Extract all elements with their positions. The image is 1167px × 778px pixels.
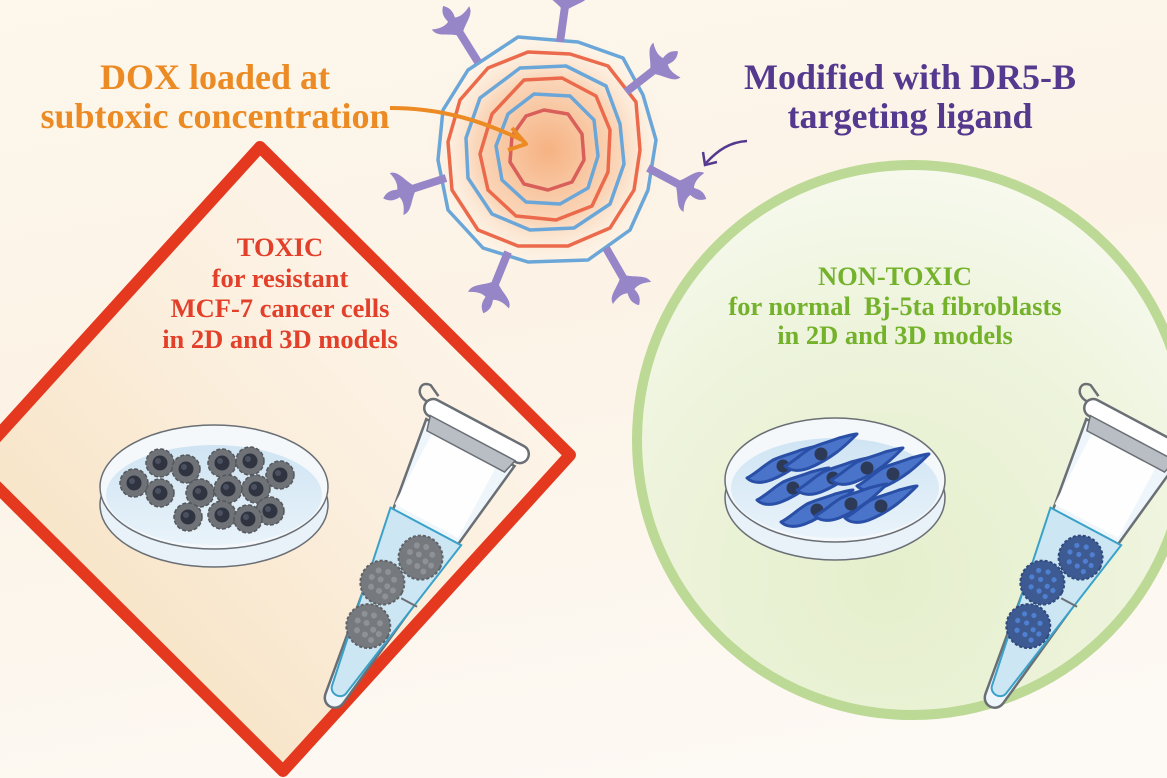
nontoxic-heading: NON-TOXIC: [817, 261, 973, 291]
arrow-icon: [389, 106, 523, 142]
shell-red-2: [478, 76, 612, 222]
nontoxic-label: NON-TOXIC for normal Bj-5ta fibroblasts …: [630, 261, 1160, 351]
dox-annotation: DOX loaded at subtoxic concentration: [0, 58, 430, 136]
ligand-annotation-line: Modified with DR5-B: [744, 57, 1076, 97]
shell-blue-3: [494, 92, 600, 206]
arrow-icon: [507, 126, 528, 152]
toxic-label: TOXIC for resistant MCF-7 cancer cells i…: [90, 232, 470, 355]
petri-dish-icon: [724, 417, 946, 561]
toxic-heading: TOXIC: [236, 232, 324, 262]
shell-red-core: [508, 108, 586, 192]
shell-outer-blue: [436, 35, 658, 264]
shell-blue-2: [464, 64, 626, 232]
nontoxic-line: in 2D and 3D models: [777, 320, 1013, 351]
dox-annotation-line: DOX loaded at: [99, 57, 330, 97]
ligand-annotation: Modified with DR5-B targeting ligand: [700, 58, 1120, 136]
toxic-line: for resistant: [211, 262, 349, 293]
arrow-icon: [705, 139, 748, 164]
toxic-line: in 2D and 3D models: [162, 324, 398, 355]
dox-annotation-line: subtoxic concentration: [40, 95, 390, 136]
ligand-annotation-line: targeting ligand: [787, 95, 1033, 136]
nanoparticle-icon: [376, 0, 717, 322]
nontoxic-line: for normal Bj-5ta fibroblasts: [728, 290, 1062, 321]
arrow-icon: [701, 151, 718, 167]
petri-dish-icon: [99, 424, 329, 568]
toxic-line: MCF-7 cancer cells: [170, 293, 390, 324]
